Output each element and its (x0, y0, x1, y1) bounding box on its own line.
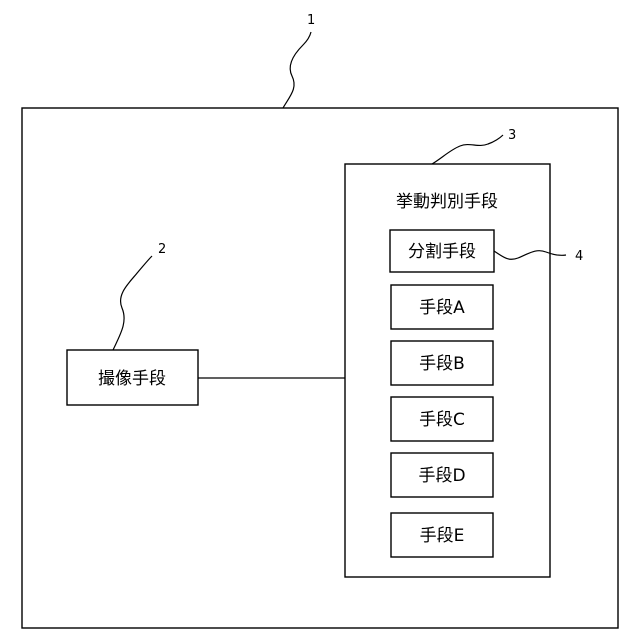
ref-4-label: 4 (575, 249, 583, 264)
sub-unit-b-label: 手段B (419, 354, 465, 374)
imaging-unit-label: 撮像手段 (98, 369, 166, 389)
ref-3-label: 3 (508, 128, 516, 143)
sub-unit-c-label: 手段C (419, 410, 465, 430)
ref-1-leader (283, 32, 311, 108)
ref-1-label: 1 (307, 13, 315, 28)
division-unit-label: 分割手段 (408, 242, 476, 262)
ref-2-label: 2 (158, 242, 166, 257)
sub-unit-d-label: 手段D (418, 466, 465, 486)
sub-unit-a-label: 手段A (419, 298, 465, 318)
sub-unit-e-label: 手段E (420, 526, 465, 546)
behavior-unit-label: 挙動判別手段 (396, 192, 498, 212)
